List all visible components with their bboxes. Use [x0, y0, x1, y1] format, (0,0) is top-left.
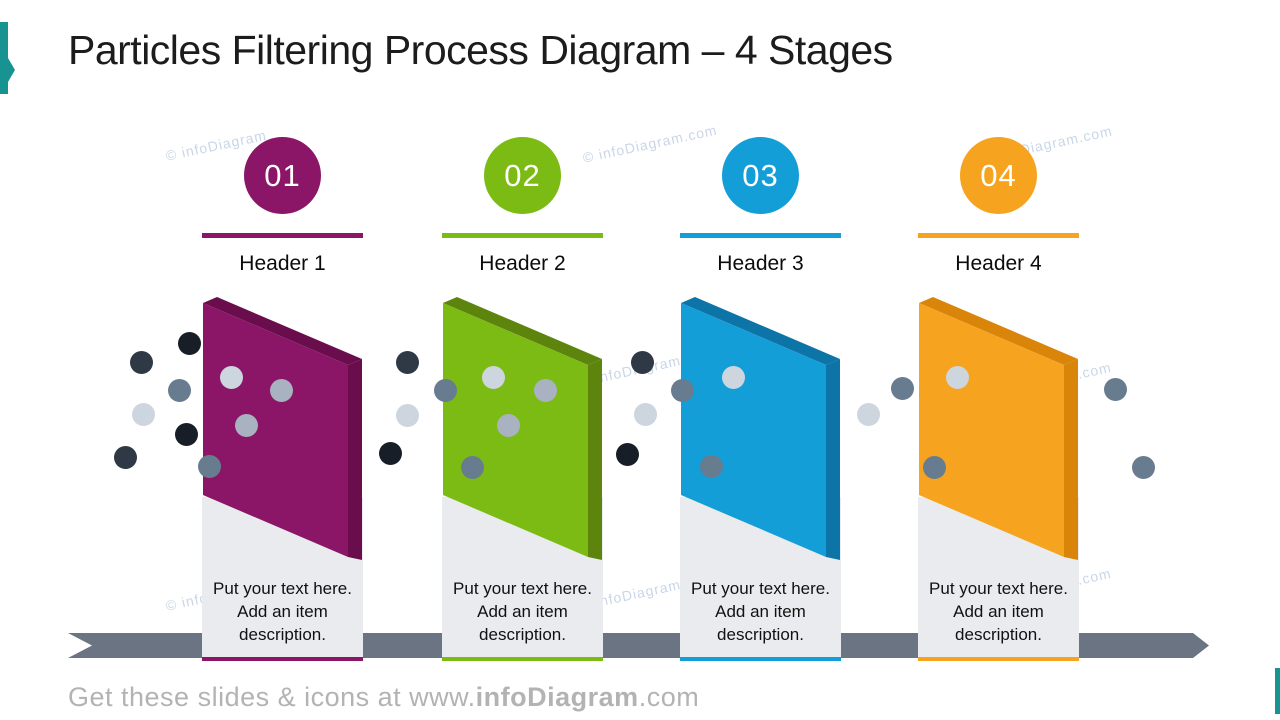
stage-box-text-line: Add an item — [477, 602, 568, 621]
stage-divider-line — [202, 233, 363, 238]
stage-description-box: Put your text here. Add an item descript… — [680, 497, 841, 661]
footer-brand: infoDiagram — [475, 682, 639, 712]
stage-header: Header 4 — [955, 252, 1042, 275]
stage-box-text-line: Add an item — [715, 602, 806, 621]
footer-suffix: .com — [638, 682, 700, 712]
stage-header: Header 2 — [479, 252, 566, 275]
stage-description-box: Put your text here. Add an item descript… — [918, 497, 1079, 661]
stage-box-text-line: description. — [955, 625, 1042, 644]
stage-number-badge: 03 — [722, 137, 799, 214]
stage-box-text-line: Put your text here. — [213, 579, 352, 598]
stage-box-text-line: Add an item — [953, 602, 1044, 621]
stage-box-text-line: description. — [239, 625, 326, 644]
stage-box-text-line: Put your text here. — [691, 579, 830, 598]
stage-description-box: Put your text here. Add an item descript… — [202, 497, 363, 661]
stage-box-text-line: Put your text here. — [453, 579, 592, 598]
stage-number: 01 — [264, 157, 301, 193]
stage-column: 02 Header 2 Put your text here. Add an i… — [442, 0, 603, 720]
stage-column: 04 Header 4 Put your text here. Add an i… — [918, 0, 1079, 720]
stage-number-badge: 01 — [244, 137, 321, 214]
stage-divider-line — [918, 233, 1079, 238]
stage-divider-line — [680, 233, 841, 238]
stage-column: 01 Header 1 Put your text here. Add an i… — [202, 0, 363, 720]
stage-divider-line — [442, 233, 603, 238]
stage-column: 03 Header 3 Put your text here. Add an i… — [680, 0, 841, 720]
stage-box-text-line: Put your text here. — [929, 579, 1068, 598]
footer-prefix: Get these slides & icons at www. — [68, 682, 476, 712]
footer-credit: Get these slides & icons at www.infoDiag… — [68, 682, 699, 713]
stage-number: 03 — [742, 157, 779, 193]
stage-description-box: Put your text here. Add an item descript… — [442, 497, 603, 661]
stage-number-badge: 04 — [960, 137, 1037, 214]
stage-header: Header 3 — [717, 252, 804, 275]
stage-box-text-line: description. — [479, 625, 566, 644]
stage-box-text-line: Add an item — [237, 602, 328, 621]
stage-header: Header 1 — [239, 252, 326, 275]
page-title: Particles Filtering Process Diagram – 4 … — [68, 27, 893, 73]
stage-number: 02 — [504, 157, 541, 193]
stage-number-badge: 02 — [484, 137, 561, 214]
stage-box-text-line: description. — [717, 625, 804, 644]
stage-number: 04 — [980, 157, 1017, 193]
